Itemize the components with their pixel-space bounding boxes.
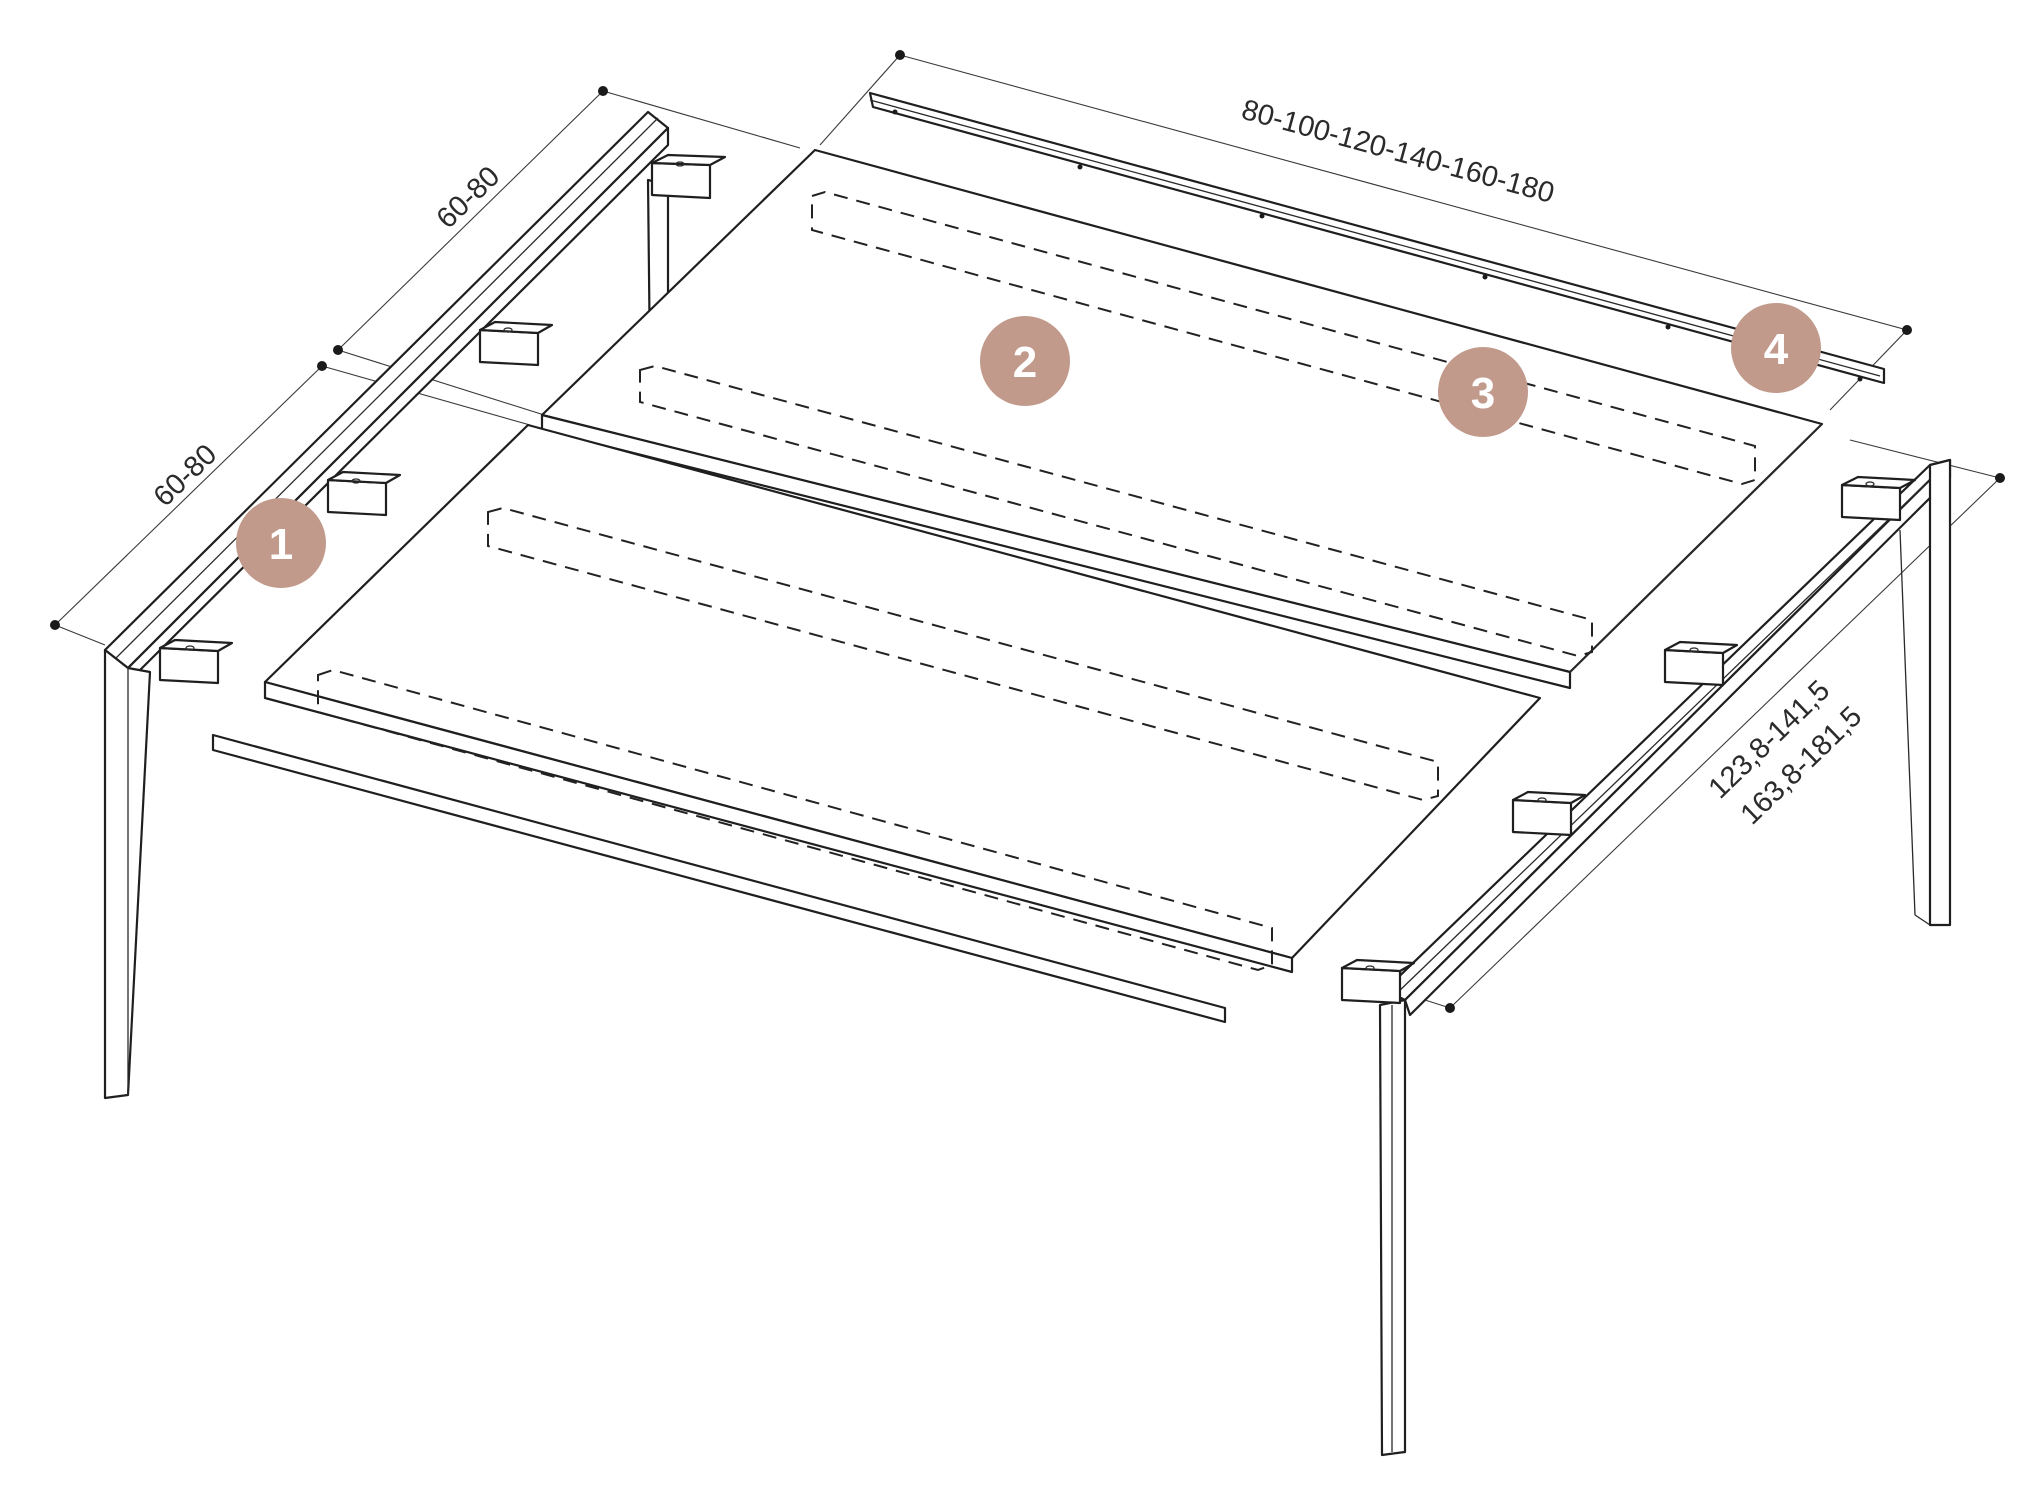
right-frame [1340, 458, 1952, 1457]
callout-label: 1 [269, 520, 293, 569]
callout-label: 2 [1013, 338, 1037, 387]
bracket [326, 470, 402, 517]
front-edge-strip [211, 733, 1227, 1024]
callout-badge-1: 1 [236, 498, 326, 588]
callout-badge-2: 2 [980, 316, 1070, 406]
length-dimension-label: 80-100-120-140-160-180 [1238, 94, 1557, 210]
callout-label: 3 [1471, 369, 1495, 418]
tabletop-panel-part-3 [263, 423, 1542, 974]
tabletop-panel-part-2 [540, 148, 1824, 690]
dimension-lines [50, 50, 2005, 1013]
bracket [650, 153, 727, 200]
bracket [1840, 475, 1917, 522]
depth-dimension-label-left: 60-80 [148, 438, 224, 513]
bracket [1340, 958, 1416, 1005]
bracket [1511, 790, 1587, 837]
bracket [1663, 640, 1739, 687]
bracket [158, 638, 234, 685]
callout-badge-4: 4 [1731, 303, 1821, 393]
callout-label: 4 [1764, 325, 1789, 374]
callout-badge-3: 3 [1438, 347, 1528, 437]
depth-dimension-label-top: 60-80 [431, 160, 507, 235]
extension-rail-part-4 [868, 91, 1886, 385]
bracket [478, 320, 554, 367]
